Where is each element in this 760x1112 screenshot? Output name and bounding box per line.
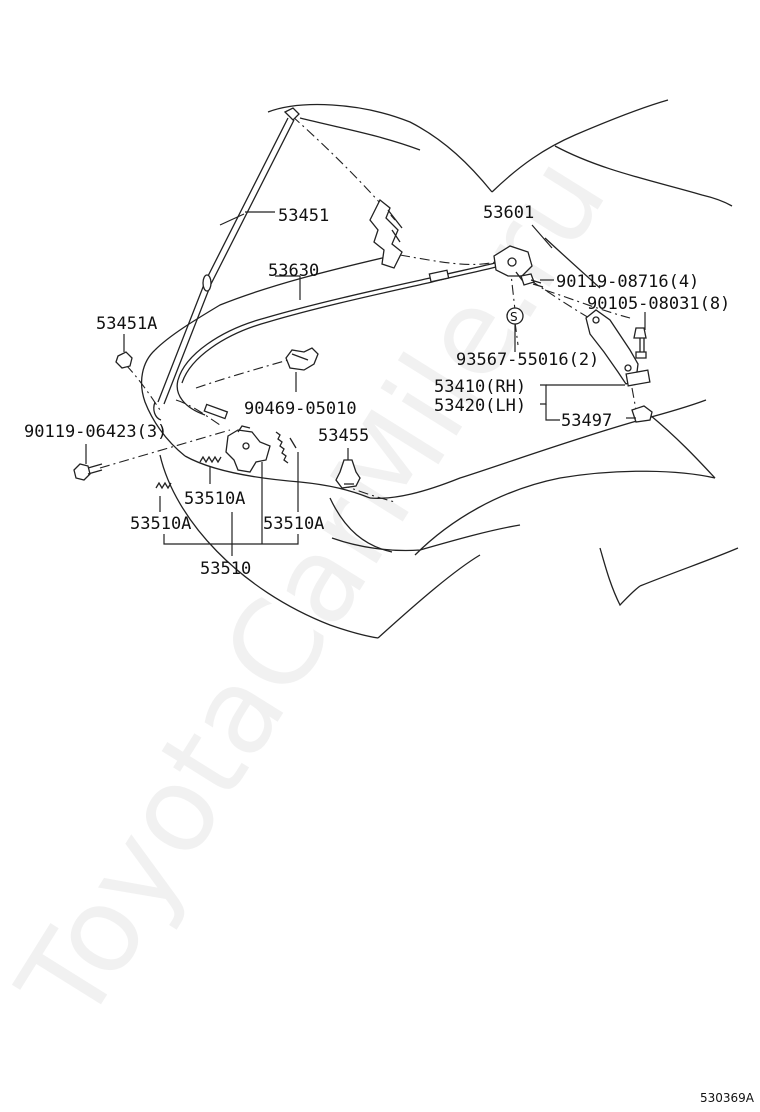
hood-hinge xyxy=(585,309,651,387)
leader-lines xyxy=(85,211,646,556)
lock-bolt xyxy=(73,463,103,481)
latch-bolt xyxy=(520,273,544,288)
label-prop-rod-holder: 53451A xyxy=(96,314,157,334)
label-spring-a1: 53510A xyxy=(184,489,245,509)
label-lock-bolt: 90119-06423(3) xyxy=(24,422,167,442)
label-cushion-53455: 53455 xyxy=(318,426,369,446)
label-spring-a3: 53510A xyxy=(263,514,324,534)
label-hinge-rh: 53410(RH) xyxy=(434,377,526,397)
cable-clip xyxy=(285,347,319,371)
sealer-symbol-letter: S xyxy=(510,310,518,324)
label-latch-bolt: 90119-08716(4) xyxy=(556,272,699,292)
part-labels: 53451 53630 53451A 90469-05010 90119-064… xyxy=(24,203,730,579)
hinge-bolt xyxy=(633,327,647,359)
label-prop-rod: 53451 xyxy=(278,206,329,226)
hood-lock-striker xyxy=(369,198,403,269)
springs xyxy=(155,431,297,490)
label-spring-a2: 53510A xyxy=(130,514,191,534)
label-hinge-bolt: 90105-08031(8) xyxy=(587,294,730,314)
bumper-cushion xyxy=(335,459,361,489)
hinge-cushion xyxy=(631,405,653,423)
label-release-cable: 53630 xyxy=(268,261,319,281)
car-body-outline xyxy=(141,99,739,639)
hood-lock-body xyxy=(225,425,271,473)
label-clip: 90469-05010 xyxy=(244,399,357,419)
label-hinge-lh: 53420(LH) xyxy=(434,396,526,416)
label-hood-lock: 53510 xyxy=(200,559,251,579)
label-sealer: 93567-55016(2) xyxy=(456,350,599,370)
label-hinge-cushion: 53497 xyxy=(561,411,612,431)
reference-code: 530369A xyxy=(700,1091,755,1105)
sealer-symbol: S xyxy=(506,307,524,325)
hood-prop-rod xyxy=(153,107,300,421)
hood-release-cable xyxy=(176,262,497,420)
prop-rod-holder xyxy=(115,351,133,369)
label-hood-latch: 53601 xyxy=(483,203,534,223)
